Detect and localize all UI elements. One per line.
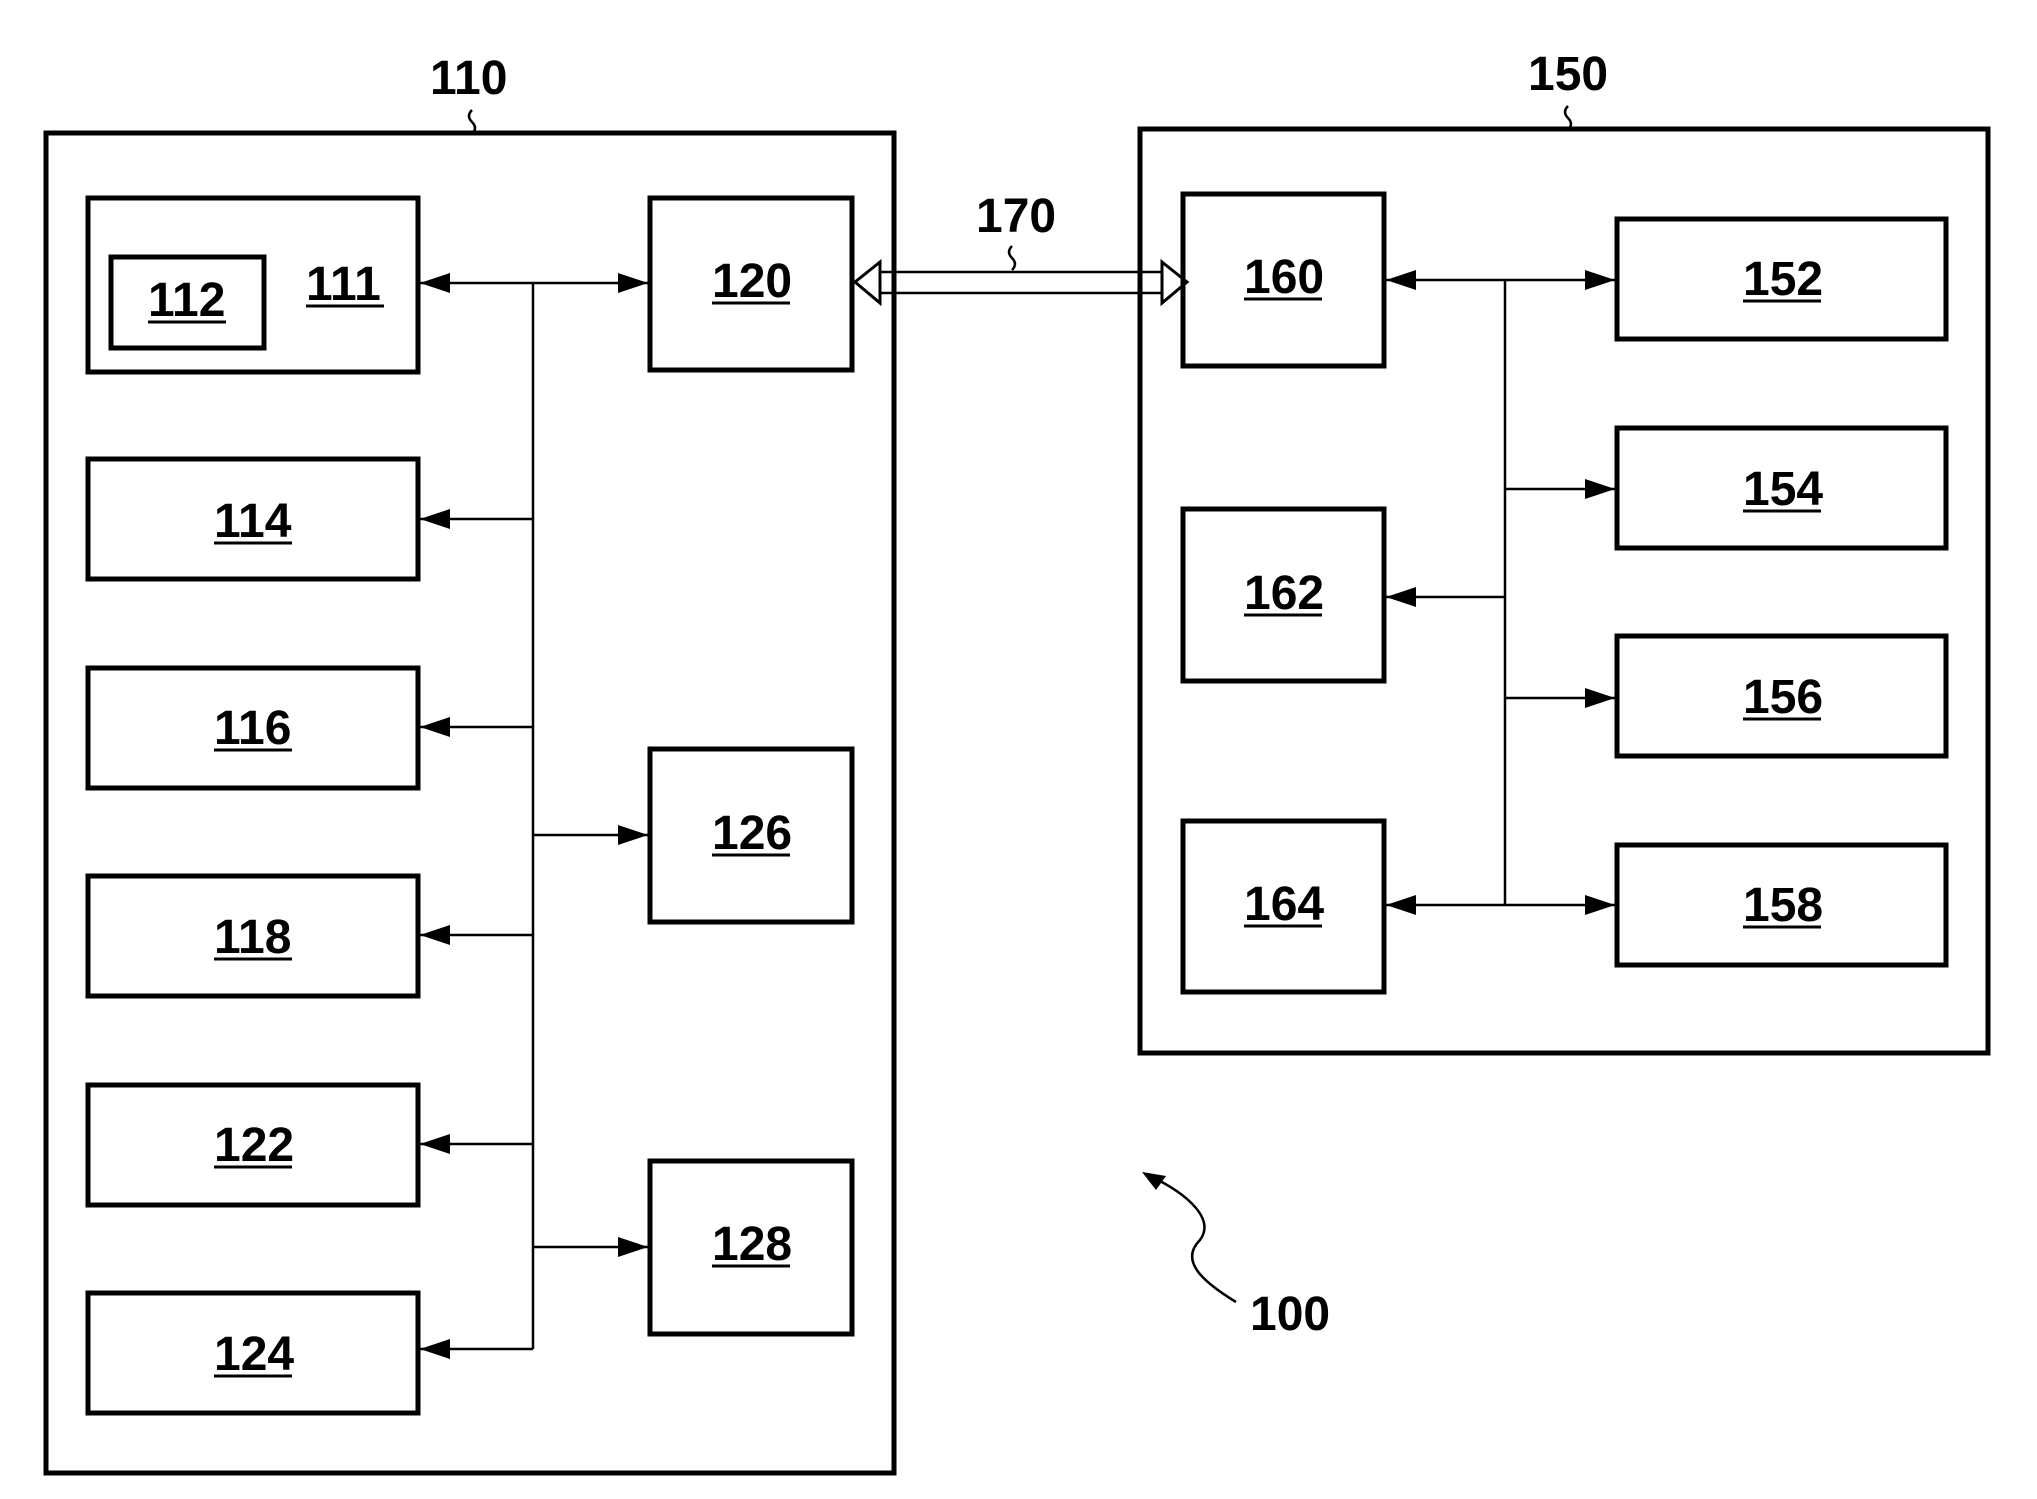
block-164-label: 164	[1244, 878, 1324, 931]
block-158-label: 158	[1743, 879, 1823, 932]
block-111: 111 112	[88, 198, 418, 372]
block-128-label: 128	[712, 1218, 792, 1271]
system-100: 100	[1142, 1172, 1330, 1341]
block-162: 162	[1183, 509, 1384, 681]
link-170-leader	[1009, 246, 1015, 270]
system-100-leader	[1150, 1176, 1236, 1302]
bus-110	[420, 283, 648, 1349]
block-122: 122	[88, 1085, 418, 1205]
block-120-label: 120	[712, 255, 792, 308]
block-160: 160	[1183, 194, 1384, 366]
block-111-label: 111	[306, 258, 381, 311]
device-110-label: 110	[430, 52, 507, 105]
block-124: 124	[88, 1293, 418, 1413]
block-152-label: 152	[1743, 253, 1823, 306]
block-156: 156	[1617, 636, 1946, 756]
block-118: 118	[88, 876, 418, 996]
system-100-label: 100	[1250, 1288, 1330, 1341]
block-122-label: 122	[214, 1119, 294, 1172]
block-114-label: 114	[214, 495, 292, 548]
device-110-leader	[469, 110, 475, 134]
device-110: 110 111 112 114 116 118	[46, 52, 894, 1473]
device-110-frame	[46, 133, 894, 1473]
device-150-label: 150	[1528, 48, 1608, 101]
device-150-leader	[1565, 106, 1571, 130]
block-120: 120	[650, 198, 852, 370]
block-164: 164	[1183, 821, 1384, 992]
block-126-label: 126	[712, 807, 792, 860]
block-116-label: 116	[214, 702, 291, 755]
block-158: 158	[1617, 845, 1946, 965]
block-124-label: 124	[214, 1328, 294, 1381]
block-128: 128	[650, 1161, 852, 1334]
device-150: 150 160 162 164 152 154	[1140, 48, 1988, 1053]
block-116: 116	[88, 668, 418, 788]
link-170-label: 170	[976, 190, 1056, 243]
block-162-label: 162	[1244, 567, 1324, 620]
link-170: 170	[855, 190, 1187, 303]
block-160-label: 160	[1244, 251, 1324, 304]
block-154: 154	[1617, 428, 1946, 548]
block-152: 152	[1617, 219, 1946, 339]
block-118-label: 118	[214, 911, 291, 964]
block-154-label: 154	[1743, 463, 1823, 516]
block-156-label: 156	[1743, 671, 1823, 724]
block-114: 114	[88, 459, 418, 579]
block-112-label: 112	[148, 274, 225, 327]
block-126: 126	[650, 749, 852, 922]
block-112: 112	[111, 257, 264, 348]
bus-150	[1386, 280, 1615, 905]
